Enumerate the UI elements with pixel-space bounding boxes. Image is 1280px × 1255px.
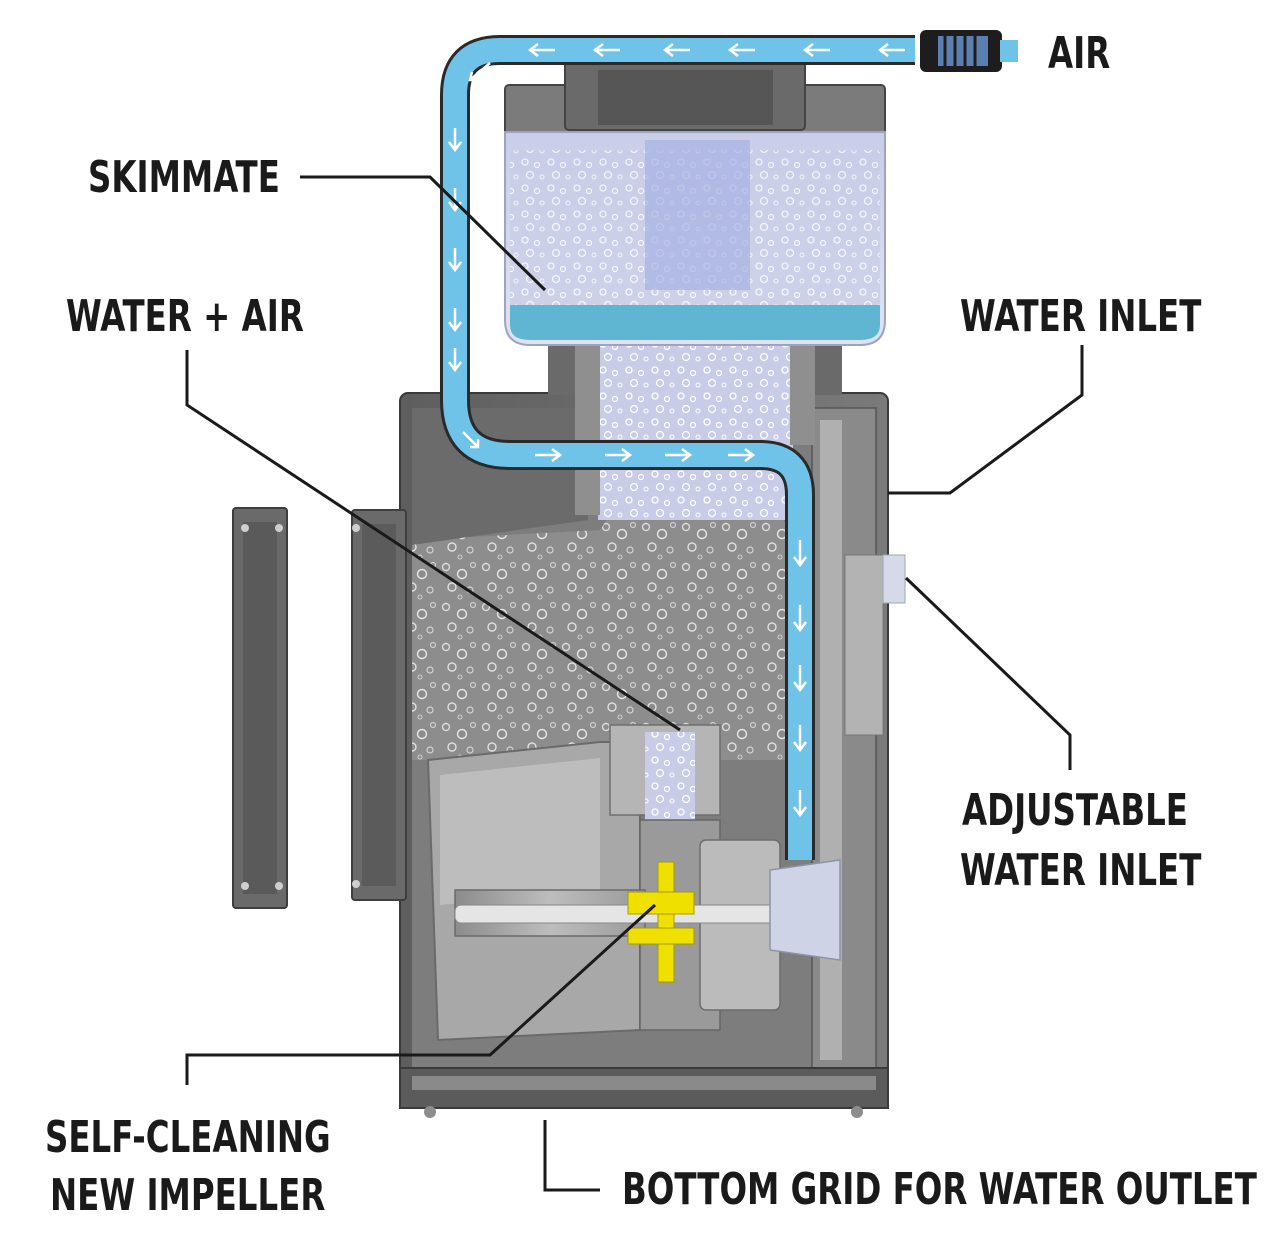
label-adjustable-inlet-line1: ADJUSTABLE: [962, 785, 1188, 836]
label-bottom-grid: BOTTOM GRID FOR WATER OUTLET: [622, 1164, 1257, 1215]
label-air: AIR: [1048, 28, 1111, 79]
air-tube: [440, 35, 915, 860]
leader-water-inlet: [888, 345, 1084, 495]
flow-arrows: [448, 43, 905, 818]
label-impeller-line1: SELF-CLEANING: [45, 1112, 331, 1163]
side-panel: [232, 507, 288, 909]
collection-cup: [504, 54, 886, 346]
label-water-air: WATER + AIR: [66, 291, 304, 342]
air-silencer-icon: [920, 30, 1018, 72]
leader-skimmate: [300, 175, 547, 292]
leader-bottom-grid: [543, 1120, 600, 1192]
impeller: [627, 861, 695, 983]
leader-water-air: [185, 350, 681, 732]
label-impeller-line2: NEW IMPELLER: [50, 1170, 326, 1221]
label-water-inlet: WATER INLET: [960, 291, 1202, 342]
riser-tube: [548, 340, 842, 520]
label-skimmate: SKIMMATE: [88, 152, 280, 203]
label-adjustable-inlet-line2: WATER INLET: [960, 845, 1202, 896]
leader-adjustable-inlet: [904, 576, 1072, 770]
leader-lines: [185, 175, 1084, 1192]
leader-impeller: [185, 903, 657, 1085]
